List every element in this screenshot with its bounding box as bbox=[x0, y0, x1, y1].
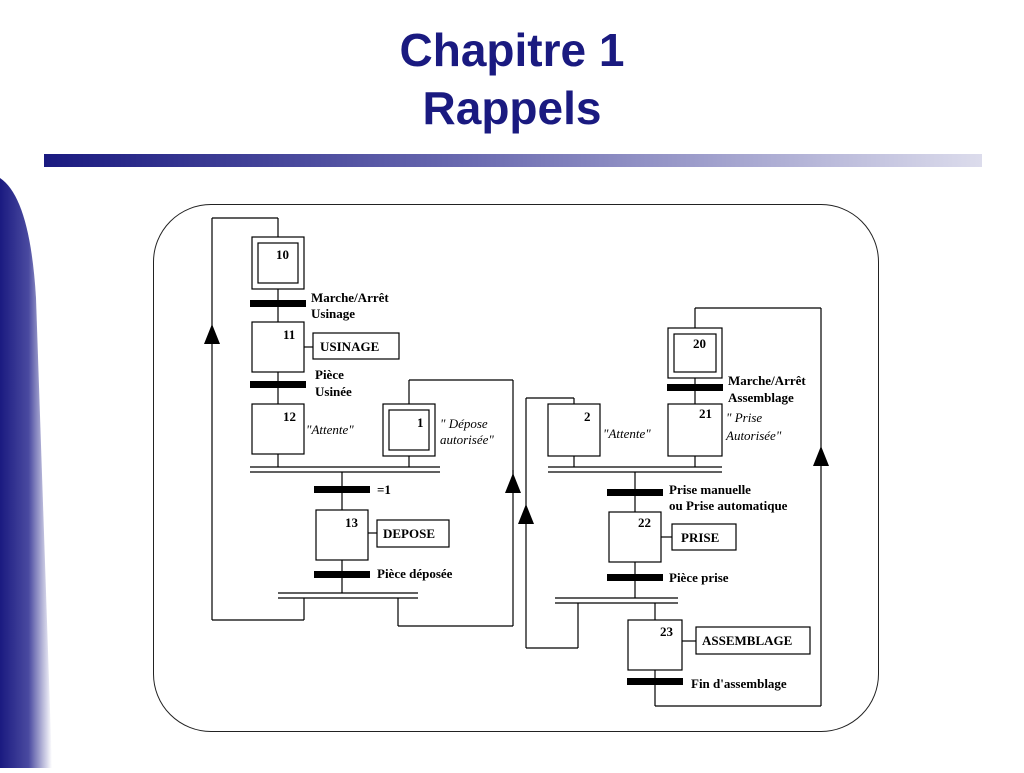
step-13-box bbox=[315, 509, 369, 561]
transition-bar-11-12 bbox=[250, 381, 306, 388]
receptivity-prise-l2: ou Prise automatique bbox=[669, 498, 788, 513]
receptivity-fin-assemblage: Fin d'assemblage bbox=[691, 676, 787, 691]
step-22-box bbox=[608, 511, 662, 563]
receptivity-piece-deposee: Pièce déposée bbox=[377, 566, 453, 581]
step-22-number: 22 bbox=[638, 515, 651, 530]
left-decorative-band bbox=[0, 178, 52, 768]
slide-title-line1: Chapitre 1 bbox=[399, 24, 625, 76]
comment-attente-2: "Attente" bbox=[603, 426, 651, 441]
step-23-number: 23 bbox=[660, 624, 674, 639]
step-1-inner bbox=[388, 409, 430, 451]
action-assemblage-box bbox=[695, 626, 811, 655]
receptivity-marche-arret-assemblage-l2: Assemblage bbox=[728, 390, 794, 405]
comment-prise-autorisee-line2: Autorisée" bbox=[725, 428, 782, 443]
step-13-number: 13 bbox=[345, 515, 359, 530]
action-prise-box bbox=[671, 523, 737, 551]
step-20-inner bbox=[673, 333, 717, 373]
title-underline-rule bbox=[44, 154, 982, 167]
step-11-number: 11 bbox=[283, 327, 295, 342]
step-23-box bbox=[627, 619, 683, 671]
receptivity-eq1: =1 bbox=[377, 482, 391, 497]
step-21-number: 21 bbox=[699, 406, 712, 421]
action-usinage-label: USINAGE bbox=[320, 339, 379, 354]
transition-bar-23 bbox=[627, 678, 683, 685]
receptivity-marche-arret-usinage-l1: Marche/Arrêt bbox=[311, 290, 389, 305]
step-2-number: 2 bbox=[584, 409, 591, 424]
step-21-box bbox=[667, 403, 723, 457]
action-depose-label: DEPOSE bbox=[383, 526, 435, 541]
transition-bar-13 bbox=[314, 571, 370, 578]
receptivity-piece-usinee-l2: Usinée bbox=[315, 384, 352, 399]
arrow-up-right-loop bbox=[813, 446, 829, 466]
comment-prise-autorisee-line1: " Prise bbox=[726, 410, 762, 425]
transition-bar-20-21 bbox=[667, 384, 723, 391]
comment-attente-12: "Attente" bbox=[306, 422, 354, 437]
step-10-inner bbox=[257, 242, 299, 284]
diagram-frame bbox=[153, 204, 879, 732]
comment-depose-autorisee-line1: " Dépose bbox=[440, 416, 488, 431]
receptivity-marche-arret-assemblage-l1: Marche/Arrêt bbox=[728, 373, 806, 388]
step-2-box bbox=[547, 403, 601, 457]
comment-depose-autorisee-line2: autorisée" bbox=[440, 432, 494, 447]
receptivity-prise-l1: Prise manuelle bbox=[669, 482, 751, 497]
arrow-up-step1 bbox=[505, 473, 521, 493]
step-11-box bbox=[251, 321, 305, 373]
slide-title-line2: Rappels bbox=[422, 82, 602, 134]
transition-bar-prise bbox=[607, 489, 663, 496]
action-usinage-box bbox=[312, 332, 400, 360]
arrow-up-step2 bbox=[518, 504, 534, 524]
step-1-outer bbox=[382, 403, 436, 457]
step-20-number: 20 bbox=[693, 336, 706, 351]
step-1-number: 1 bbox=[417, 415, 424, 430]
arrow-up-left-loop bbox=[204, 324, 220, 344]
transition-bar-eq1 bbox=[314, 486, 370, 493]
receptivity-marche-arret-usinage-l2: Usinage bbox=[311, 306, 355, 321]
step-10-number: 10 bbox=[276, 247, 289, 262]
receptivity-piece-prise: Pièce prise bbox=[669, 570, 729, 585]
action-depose-box bbox=[376, 519, 450, 548]
receptivity-piece-usinee-l1: Pièce bbox=[315, 367, 344, 382]
action-prise-label: PRISE bbox=[681, 530, 719, 545]
step-10-outer bbox=[251, 236, 305, 290]
transition-bar-22 bbox=[607, 574, 663, 581]
action-assemblage-label: ASSEMBLAGE bbox=[702, 633, 792, 648]
step-12-box bbox=[251, 403, 305, 455]
step-12-number: 12 bbox=[283, 409, 296, 424]
transition-bar-10-11 bbox=[250, 300, 306, 307]
